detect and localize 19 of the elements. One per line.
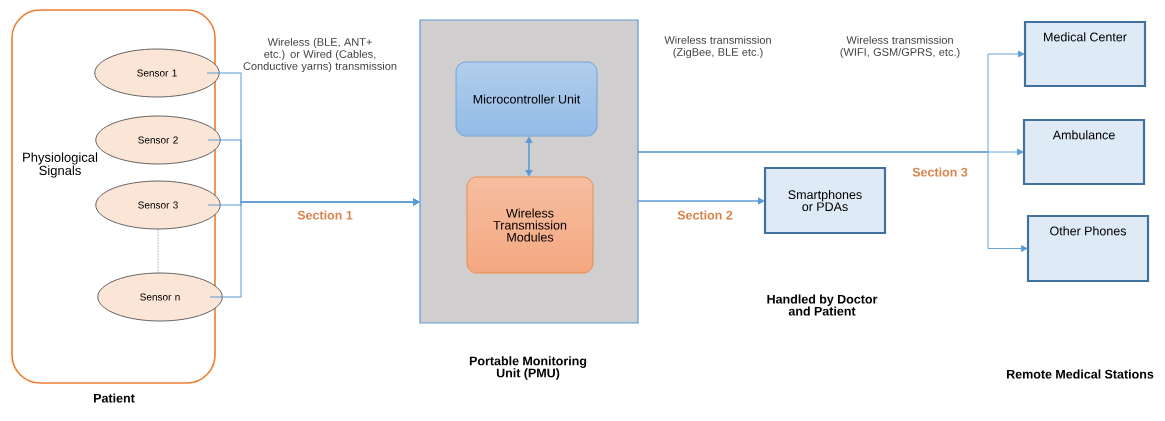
caption-text: Portable Monitoring Unit (PMU) xyxy=(469,356,587,380)
connector-line xyxy=(157,228,159,274)
caption-text: Remote Medical Stations xyxy=(1007,369,1154,379)
edge-label: Section 3 xyxy=(911,166,969,178)
transmission-note: Wireless (BLE, ANT+ etc.) or Wired (Cables, Conductive yarns) transmission xyxy=(243,37,397,73)
station-box: Medical Center xyxy=(1023,20,1147,88)
microcontroller-box: Microcontroller Unit xyxy=(455,61,598,137)
transmission-module-box: Wireless Transmission Modules xyxy=(466,176,594,274)
arrow xyxy=(637,151,1028,252)
caption-text: Patient xyxy=(94,393,135,403)
caption-text: Handled by Doctor and Patient xyxy=(767,294,878,316)
station-box: Other Phones xyxy=(1026,214,1150,283)
transmission-note: Wireless transmission (WIFI, GSM/GPRS, etc.) xyxy=(840,35,960,59)
arrow xyxy=(209,198,420,298)
station-box: Ambulance xyxy=(1022,118,1146,186)
edge-label: Section 1 xyxy=(296,209,354,221)
edge-label: Section 2 xyxy=(676,209,734,221)
device-box: Smartphones or PDAs xyxy=(763,166,887,235)
transmission-note: Wireless transmission (ZigBee, BLE etc.) xyxy=(664,35,771,59)
